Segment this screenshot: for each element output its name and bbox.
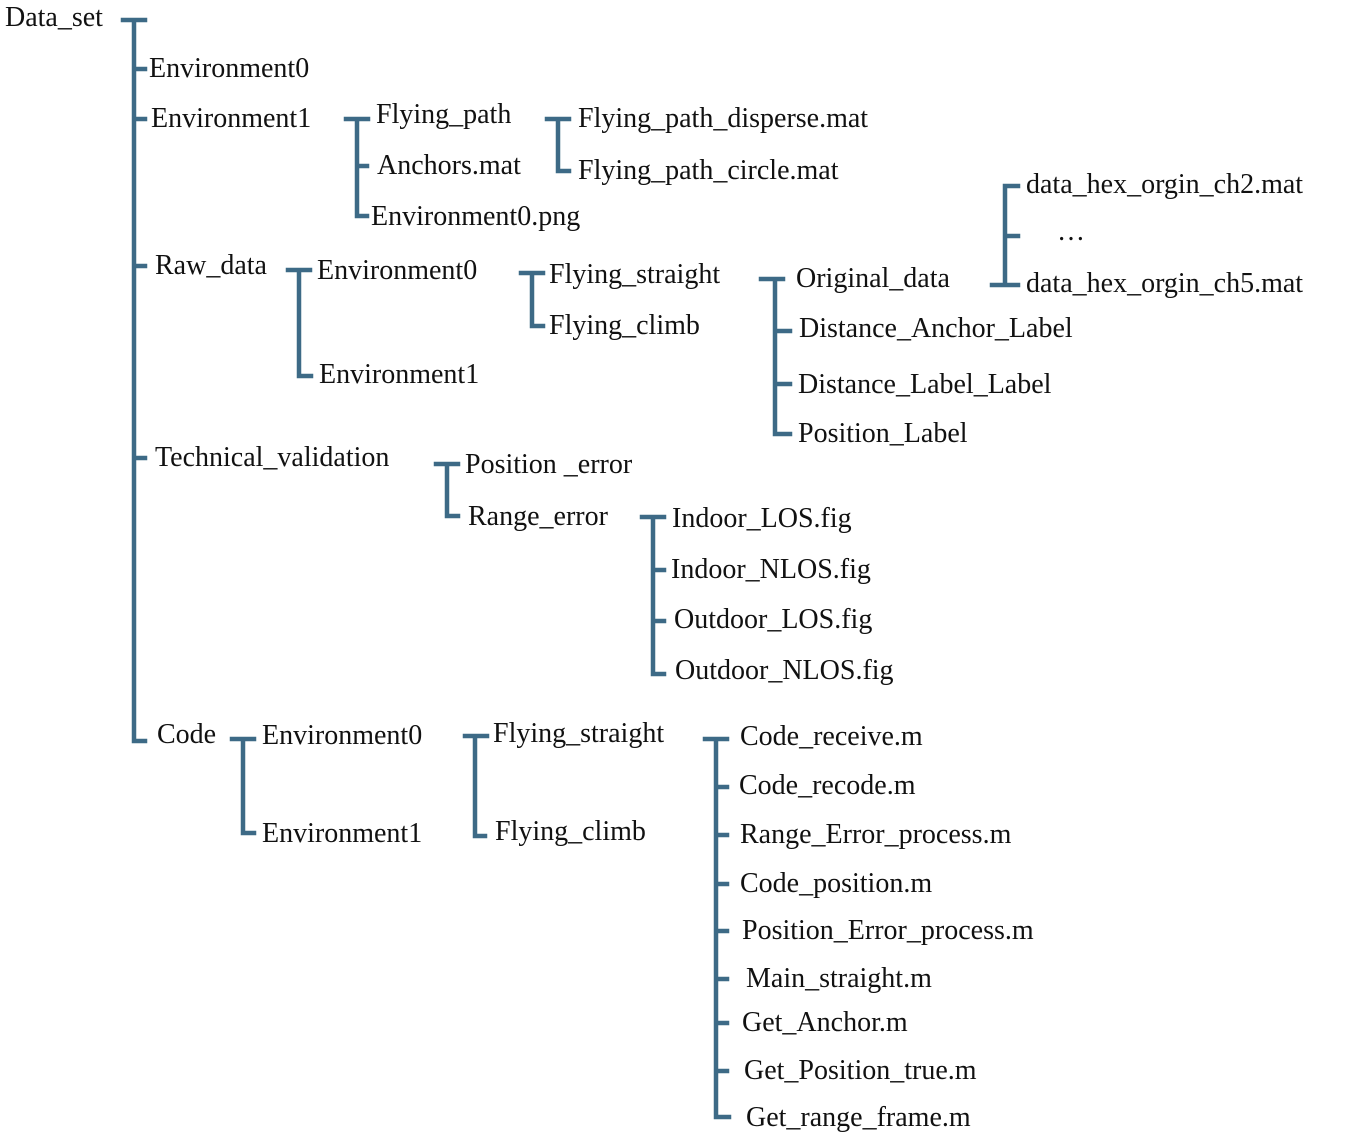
technical-validation-label: Technical_validation	[155, 442, 390, 473]
distance-anchor-label-label: Distance_Anchor_Label	[799, 313, 1073, 344]
raw-environment0-bracket	[518, 270, 546, 329]
code-flying-straight-bracket	[702, 736, 732, 1120]
original-data-label: Original_data	[796, 263, 950, 294]
environment0-label: Environment0	[149, 53, 310, 84]
code-environment1-label: Environment1	[262, 818, 423, 849]
flying-straight-bracket	[758, 276, 793, 437]
code-position-label: Code_position.m	[740, 868, 933, 899]
indoor-nlos-label: Indoor_NLOS.fig	[671, 554, 871, 585]
code-flying-straight-label: Flying_straight	[493, 718, 665, 749]
anchors-label: Anchors.mat	[377, 150, 521, 181]
root-label: Data_set	[5, 2, 103, 33]
environment0-png-label: Environment0.png	[371, 201, 581, 232]
code-recode-label: Code_recode.m	[739, 770, 916, 801]
range-error-label: Range_error	[468, 501, 608, 532]
position-label-label: Position_Label	[798, 418, 968, 449]
code-environment0-bracket	[462, 733, 490, 839]
flying-path-bracket	[544, 116, 572, 174]
technical-validation-bracket	[433, 461, 461, 519]
raw-flying-climb-label: Flying_climb	[549, 310, 700, 341]
position-error-process-label: Position_Error_process.m	[742, 915, 1034, 946]
root-trunk	[120, 17, 148, 744]
raw-data-label: Raw_data	[155, 250, 267, 281]
code-flying-climb-label: Flying_climb	[495, 816, 646, 847]
range-error-process-label: Range_Error_process.m	[740, 819, 1012, 850]
code-receive-label: Code_receive.m	[740, 721, 923, 752]
environment1-bracket	[343, 116, 371, 219]
position-error-label: Position _error	[465, 449, 633, 480]
flying-path-circle-label: Flying_path_circle.mat	[578, 155, 839, 186]
indoor-los-label: Indoor_LOS.fig	[672, 503, 852, 534]
main-straight-label: Main_straight.m	[746, 963, 932, 994]
ellipsis-label: …	[1057, 216, 1085, 247]
raw-data-bracket	[285, 267, 314, 379]
get-anchor-label: Get_Anchor.m	[742, 1007, 908, 1038]
data-hex-ch5-label: data_hex_orgin_ch5.mat	[1026, 268, 1304, 299]
data-hex-ch2-label: data_hex_orgin_ch2.mat	[1026, 169, 1304, 200]
get-position-true-label: Get_Position_true.m	[744, 1055, 977, 1086]
original-data-bracket	[989, 183, 1021, 288]
environment1-label: Environment1	[151, 103, 312, 134]
raw-environment0-label: Environment0	[317, 255, 478, 286]
flying-path-disperse-label: Flying_path_disperse.mat	[578, 103, 869, 134]
code-label: Code	[157, 719, 217, 750]
code-environment0-label: Environment0	[262, 720, 423, 751]
outdoor-los-label: Outdoor_LOS.fig	[674, 604, 873, 635]
distance-label-label-label: Distance_Label_Label	[798, 369, 1052, 400]
flying-path-label: Flying_path	[376, 99, 512, 130]
range-error-bracket	[639, 514, 667, 677]
outdoor-nlos-label: Outdoor_NLOS.fig	[675, 655, 894, 686]
raw-flying-straight-label: Flying_straight	[549, 259, 721, 290]
code-bracket	[229, 736, 257, 836]
get-range-frame-label: Get_range_frame.m	[746, 1102, 971, 1133]
raw-environment1-label: Environment1	[319, 359, 480, 390]
